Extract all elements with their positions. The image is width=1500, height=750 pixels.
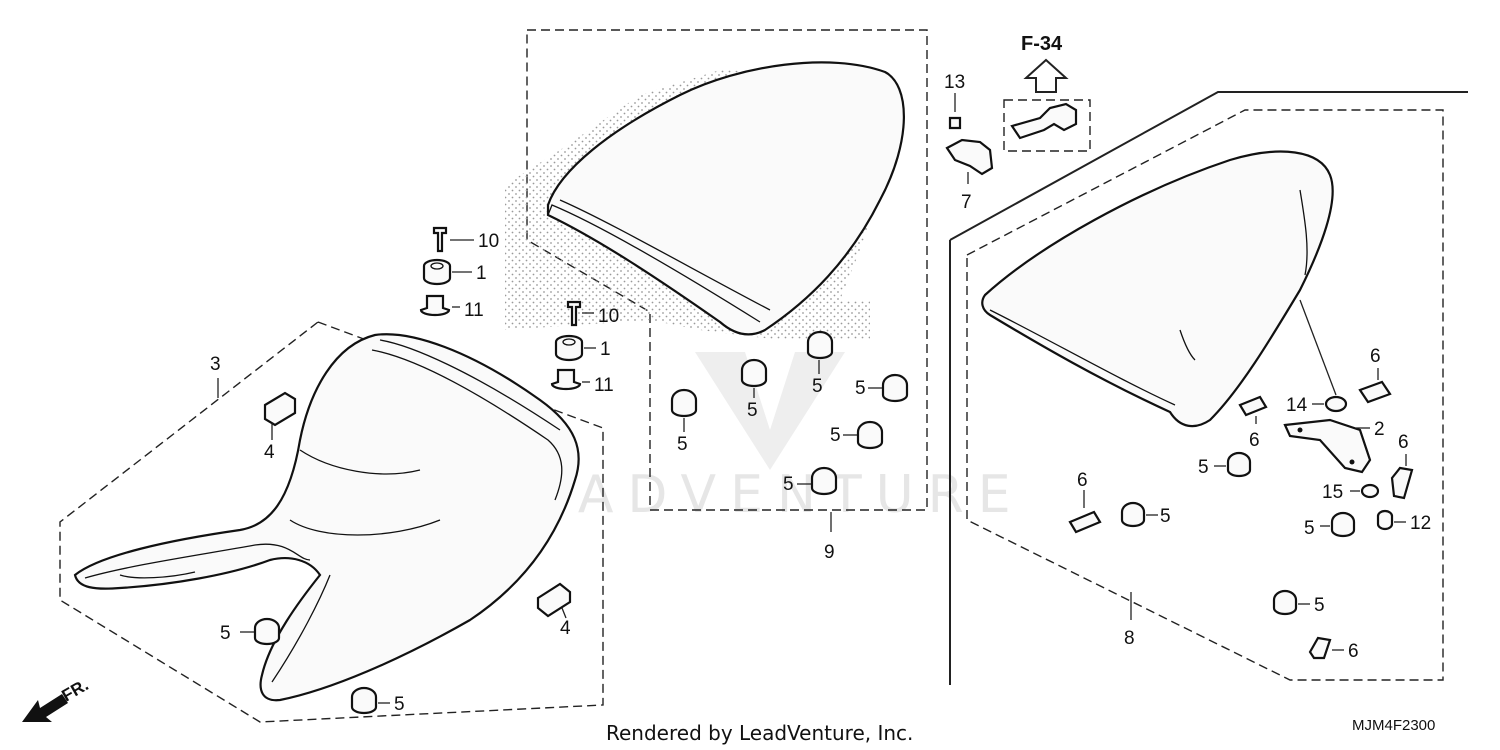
callout-7: 7 bbox=[961, 192, 972, 213]
reference-f34: F-34 bbox=[1003, 33, 1091, 152]
callout-5: 5 bbox=[783, 474, 794, 495]
seat-bracket bbox=[1283, 418, 1372, 474]
callout-5: 5 bbox=[1198, 457, 1209, 478]
callout-5: 5 bbox=[812, 376, 823, 397]
seat-clip bbox=[536, 582, 572, 618]
pillion-seat-cover bbox=[546, 61, 905, 336]
callout-3: 3 bbox=[210, 354, 221, 375]
callout-5: 5 bbox=[394, 694, 405, 715]
callout-14: 14 bbox=[1286, 395, 1308, 416]
callout-11: 11 bbox=[594, 375, 614, 396]
seat-cowl bbox=[981, 150, 1334, 428]
latch-bracket-ref bbox=[1010, 102, 1078, 140]
callout-2: 2 bbox=[1374, 419, 1385, 440]
callout-5: 5 bbox=[1304, 518, 1315, 539]
callout-5: 5 bbox=[220, 623, 231, 644]
callout-11: 11 bbox=[464, 300, 484, 321]
callout-6: 6 bbox=[1348, 641, 1359, 662]
ref-label: F-34 bbox=[1021, 33, 1063, 55]
latch-parts: 13 7 bbox=[944, 72, 994, 213]
washer bbox=[1360, 483, 1380, 499]
callout-4: 4 bbox=[560, 618, 571, 639]
pillion-seat-assembly: 5 5 5 5 5 5 9 bbox=[505, 29, 928, 563]
washer bbox=[1324, 395, 1348, 413]
front-direction-arrow: FR. bbox=[22, 675, 92, 722]
callout-6: 6 bbox=[1249, 430, 1260, 451]
callout-6: 6 bbox=[1370, 346, 1381, 367]
ref-arrow bbox=[1023, 58, 1069, 93]
diagram-code: MJM4F2300 bbox=[1352, 717, 1435, 734]
callout-10: 10 bbox=[598, 306, 619, 327]
callout-15: 15 bbox=[1322, 482, 1343, 503]
callout-5: 5 bbox=[830, 425, 841, 446]
callout-1: 1 bbox=[476, 263, 487, 284]
callout-8: 8 bbox=[1124, 628, 1135, 649]
callout-5: 5 bbox=[747, 400, 758, 421]
rider-seat-assembly: 3 4 4 5 5 bbox=[59, 321, 604, 723]
callout-9: 9 bbox=[824, 542, 835, 563]
callout-12: 12 bbox=[1410, 513, 1431, 534]
grommet-group-9 bbox=[670, 330, 909, 496]
seat-clip bbox=[263, 391, 297, 427]
callout-6: 6 bbox=[1398, 432, 1409, 453]
callout-5: 5 bbox=[1160, 506, 1171, 527]
watermark-logo bbox=[695, 352, 845, 470]
mounting-hardware-lower: 10 1 11 bbox=[550, 300, 619, 396]
callout-5: 5 bbox=[677, 434, 688, 455]
callout-1: 1 bbox=[600, 339, 611, 360]
callout-5: 5 bbox=[855, 378, 866, 399]
footer-credit: Rendered by LeadVenture, Inc. bbox=[606, 721, 913, 745]
callout-5: 5 bbox=[1314, 595, 1325, 616]
mounting-hardware-upper: 10 1 11 bbox=[419, 226, 499, 321]
callout-13: 13 bbox=[944, 72, 965, 93]
rider-seat bbox=[73, 333, 580, 702]
seat-cowl-assembly: 8 2 14 15 12 6 6 6 6 bbox=[949, 91, 1468, 685]
screw bbox=[1376, 509, 1394, 531]
callout-10: 10 bbox=[478, 231, 499, 252]
callout-4: 4 bbox=[264, 442, 275, 463]
seat-latch bbox=[945, 138, 994, 176]
callout-6: 6 bbox=[1077, 470, 1088, 491]
